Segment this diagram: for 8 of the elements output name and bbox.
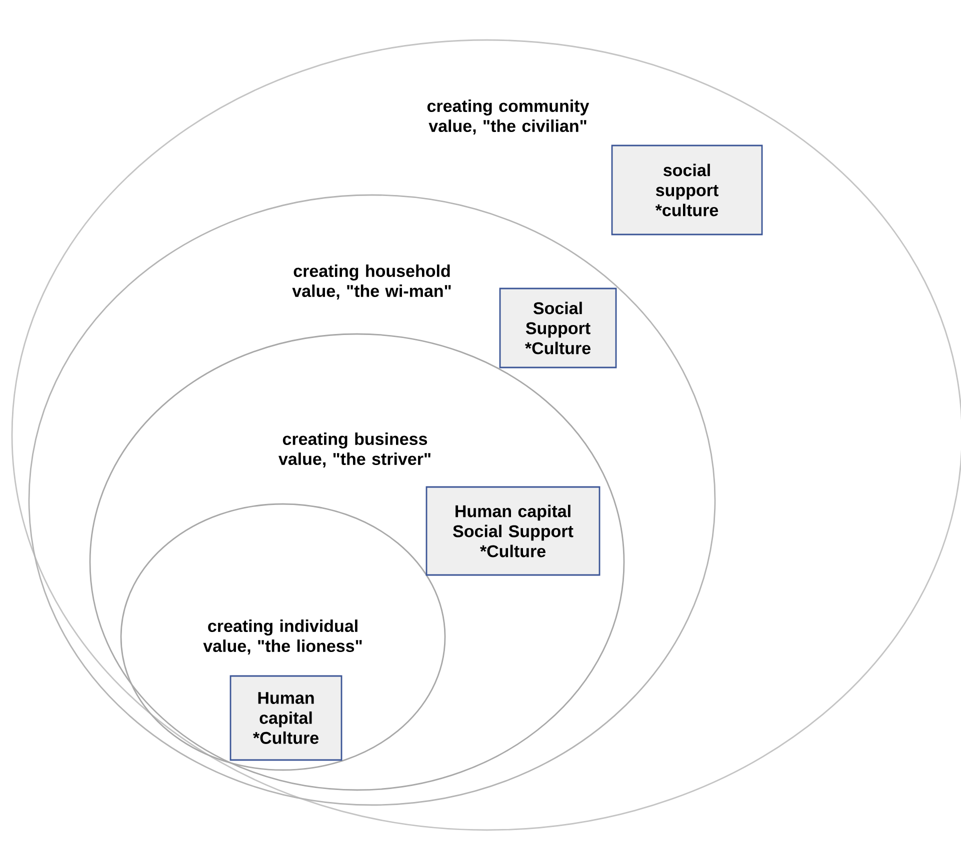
heading-text: creating business value, "the striver" xyxy=(278,432,430,468)
text-box: Human capital Social Support *Culture xyxy=(426,486,600,576)
text-box: social support *culture xyxy=(611,144,763,236)
text-box: Social Support *Culture xyxy=(499,288,617,368)
heading-text: creating community value, "the civilian" xyxy=(427,100,590,134)
text-box: Human capital *Culture xyxy=(230,675,342,761)
heading-text: creating household value, "the wi-man" xyxy=(292,264,451,300)
heading-text: creating individual value, "the lioness" xyxy=(203,620,362,654)
